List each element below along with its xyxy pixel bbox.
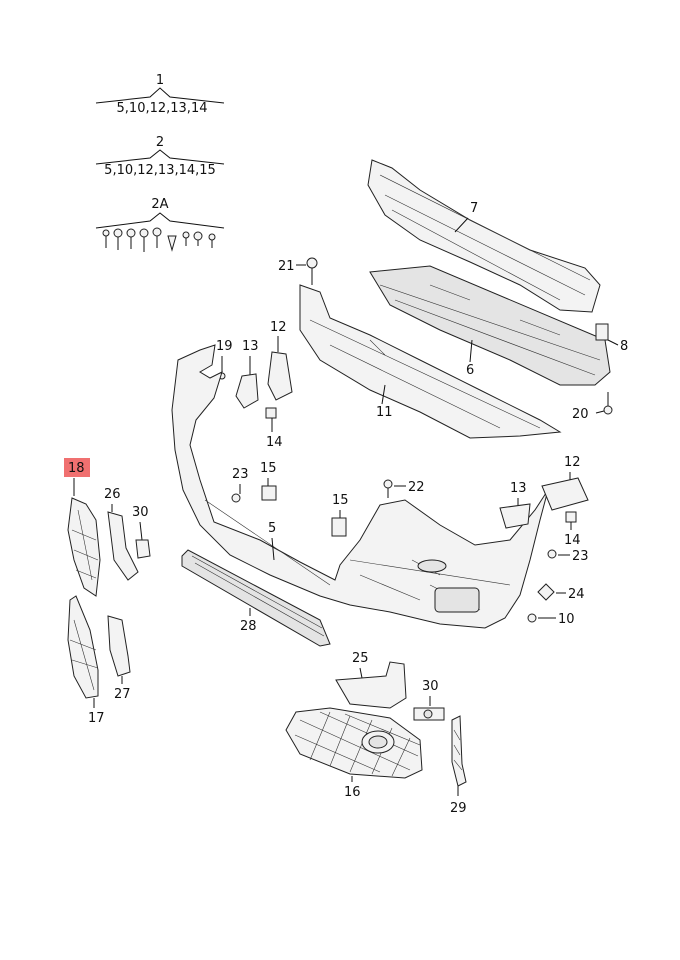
group-2a-label: 2A [151, 197, 168, 212]
part-22-screw: 22 [383, 479, 425, 498]
label-18: 18 [68, 461, 85, 476]
part-5-bumper-cover: 5 [171, 344, 549, 629]
label-23-left: 23 [232, 467, 249, 482]
part-11-bracket: 11 [299, 284, 562, 439]
part-10-screw: 10 [527, 612, 575, 627]
label-12-top: 12 [270, 320, 287, 335]
part-26-bracket: 26 [104, 487, 139, 581]
part-17-grille: 17 [67, 595, 105, 726]
part-7-bumper-reinforcement: 7 [367, 159, 601, 313]
label-27: 27 [114, 687, 131, 702]
label-14-top: 14 [266, 435, 283, 450]
label-25: 25 [352, 651, 369, 666]
label-21: 21 [278, 259, 295, 274]
part-15-middle: 15 [331, 493, 349, 537]
label-30-right: 30 [422, 679, 439, 694]
part-21-clip: 21 [278, 257, 318, 285]
group-2a: 2A [95, 197, 225, 252]
label-17: 17 [88, 711, 105, 726]
part-25-bracket: 25 [335, 651, 407, 709]
group-1-subparts: 5,10,12,13,14 [117, 101, 208, 116]
part-20-screw: 20 [572, 392, 613, 422]
label-15-middle: 15 [332, 493, 349, 508]
label-23-right: 23 [572, 549, 589, 564]
label-5: 5 [268, 521, 276, 536]
label-15-left: 15 [260, 461, 277, 476]
part-30-right-clip: 30 [413, 679, 445, 721]
label-13-right: 13 [510, 481, 527, 496]
group-1-label: 1 [156, 73, 164, 88]
label-7: 7 [470, 201, 478, 216]
label-12-right: 12 [564, 455, 581, 470]
part-13-right: 13 [499, 481, 531, 529]
fastener-set-icons [102, 227, 216, 252]
label-13-top: 13 [242, 339, 259, 354]
part-15-left: 15 [260, 461, 277, 501]
label-6: 6 [466, 363, 474, 378]
part-29-trim: 29 [450, 715, 467, 816]
label-20: 20 [572, 407, 589, 422]
part-28-lower-grille: 28 [181, 549, 331, 647]
label-19: 19 [216, 339, 233, 354]
label-26: 26 [104, 487, 121, 502]
part-14-top: 14 [265, 407, 283, 450]
part-30-left-clip: 30 [132, 505, 151, 559]
group-1: 1 5,10,12,13,14 [95, 73, 225, 116]
label-8: 8 [620, 339, 628, 354]
part-24-nut: 24 [537, 583, 585, 602]
part-27-bracket: 27 [107, 615, 131, 702]
part-16-fog-grille: 16 [285, 707, 423, 800]
label-30-left: 30 [132, 505, 149, 520]
part-12-top: 12 [267, 320, 293, 401]
part-23-left-screw: 23 [231, 467, 249, 503]
group-2-subparts: 5,10,12,13,14,15 [104, 163, 216, 178]
part-19-clip: 19 [216, 339, 233, 380]
part-13-top: 13 [235, 339, 259, 409]
part-18-grille: 18 [64, 458, 101, 597]
label-10: 10 [558, 612, 575, 627]
label-22: 22 [408, 480, 425, 495]
part-14-right: 14 [564, 511, 581, 548]
label-16: 16 [344, 785, 361, 800]
label-28: 28 [240, 619, 257, 634]
label-29: 29 [450, 801, 467, 816]
part-6-carrier: 6 [369, 265, 611, 386]
group-2: 2 5,10,12,13,14,15 [95, 135, 225, 178]
group-2-label: 2 [156, 135, 164, 150]
label-14-right: 14 [564, 533, 581, 548]
part-8-clip: 8 [595, 323, 628, 354]
label-18-highlight [64, 458, 90, 477]
label-24: 24 [568, 587, 585, 602]
part-23-right-screw: 23 [547, 549, 589, 564]
part-12-right: 12 [541, 455, 589, 511]
label-11: 11 [376, 405, 393, 420]
